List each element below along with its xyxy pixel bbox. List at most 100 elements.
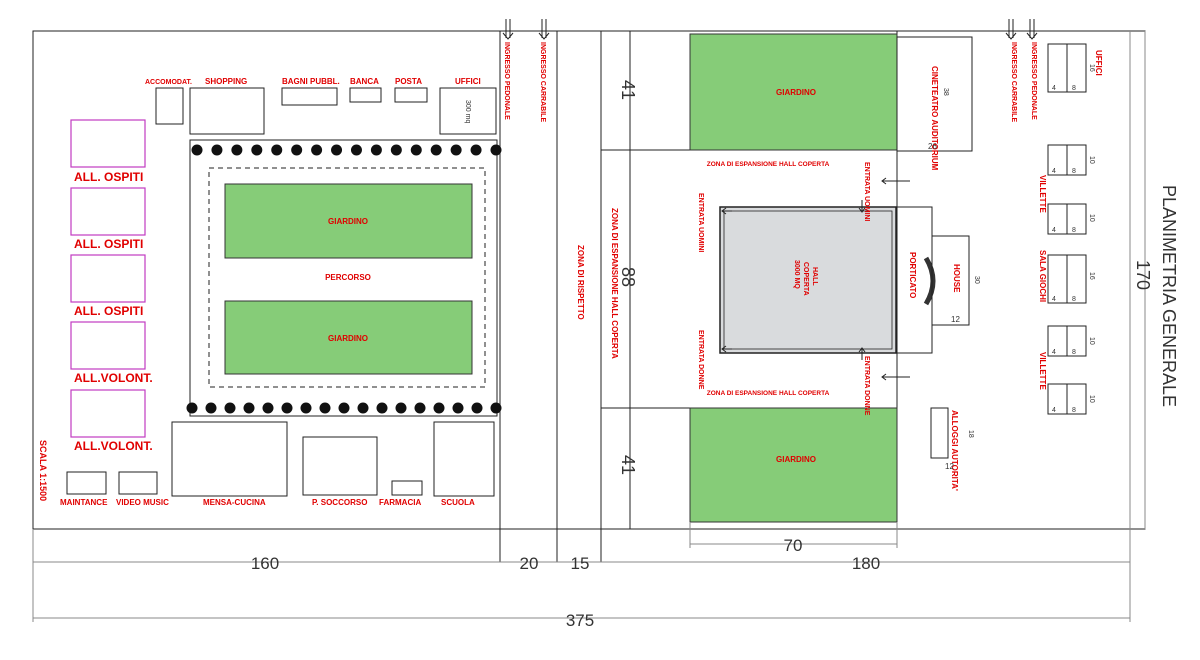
zona-rispetto-label: ZONA DI RISPETTO [576, 245, 585, 320]
house-arc [923, 256, 936, 306]
tree [205, 402, 217, 414]
soccorso-label: P. SOCCORSO [312, 498, 367, 507]
alloggi-building [930, 407, 949, 459]
entrata-uomini-left: ENTRATA UOMINI [697, 193, 704, 252]
tree [300, 402, 312, 414]
entrata-donne-left: ENTRATA DONNE [697, 330, 704, 390]
zona-esp-top: ZONA DI ESPANSIONE HALL COPERTA [707, 161, 830, 168]
dimension-lines [32, 31, 1146, 622]
entrance-arrows-right [1005, 19, 1038, 40]
volont-label-2: ALL.VOLONT. [74, 439, 153, 453]
tree [390, 144, 402, 156]
entrance-carrabile-left: INGRESSO CARRABILE [539, 42, 546, 122]
tree [281, 402, 293, 414]
garden-left-2 [224, 300, 473, 375]
house-dim-2: 12 [951, 315, 960, 324]
farmacia-building [391, 480, 423, 496]
tree-row-top [191, 144, 502, 156]
volont-label-1: ALL.VOLONT. [74, 371, 153, 385]
video-label: VIDEO MUSIC [116, 498, 169, 507]
house-dim-1: 30 [973, 276, 980, 284]
house-building [931, 235, 970, 326]
cineteatro-label: CINETEATRO AUDITORIUM [930, 66, 939, 171]
villette-2a-n8: 8 [1072, 349, 1076, 356]
garden-right-bottom [689, 407, 898, 523]
sala-giochi-dim: 16 [1088, 272, 1095, 280]
tree [231, 144, 243, 156]
percorso-label: PERCORSO [325, 273, 371, 282]
uffici-area: 300 mq [464, 100, 471, 123]
soccorso-building [302, 436, 378, 496]
tree [191, 144, 203, 156]
guest-label-1: ALL. OSPITI [74, 170, 143, 184]
guest-block-1 [70, 119, 146, 168]
guest-label-2: ALL. OSPITI [74, 237, 143, 251]
accomodat-building [155, 87, 184, 125]
tree [186, 402, 198, 414]
dim-180: 180 [852, 554, 880, 573]
tree [471, 402, 483, 414]
garden-left-2-label: GIARDINO [328, 334, 368, 343]
entrata-donne-right: ENTRATA DONNE [863, 356, 870, 416]
dim-15: 15 [571, 554, 590, 573]
garden-right-top [689, 33, 898, 151]
tree [311, 144, 323, 156]
central-complex [189, 139, 498, 417]
uffici-right-n8: 8 [1072, 85, 1076, 92]
tree-row-bottom [186, 402, 502, 414]
hall-coperta [719, 206, 897, 354]
guest-block-5 [70, 389, 146, 438]
tree [452, 402, 464, 414]
tree [211, 144, 223, 156]
maintance-label: MAINTANCE [60, 498, 108, 507]
uffici-right-label: UFFICI [1094, 50, 1103, 76]
entrance-pedonale-right: INGRESSO PEDONALE [1030, 42, 1037, 120]
garden-right-top-label: GIARDINO [776, 88, 816, 97]
tree [395, 402, 407, 414]
house-label: HOUSE [952, 264, 961, 293]
guest-block-2 [70, 187, 146, 236]
banca-building [349, 87, 382, 103]
sala-giochi-n4: 4 [1052, 296, 1056, 303]
unit-uffici [1047, 43, 1087, 93]
villette-1a-dim: 10 [1088, 156, 1095, 164]
dim-170: 170 [1133, 260, 1153, 290]
dim-20: 20 [520, 554, 539, 573]
zona-esp-bottom: ZONA DI ESPANSIONE HALL COPERTA [707, 390, 830, 397]
entrance-arrows-left [502, 19, 550, 40]
entrance-pedonale-left: INGRESSO PEDONALE [503, 42, 510, 120]
hall-label-1: HALL [811, 267, 818, 286]
entrata-uomini-right: ENTRATA UOMINI [863, 162, 870, 221]
tree [490, 144, 502, 156]
tree [271, 144, 283, 156]
tree [331, 144, 343, 156]
shopping-label: SHOPPING [205, 77, 247, 86]
sala-giochi-n8: 8 [1072, 296, 1076, 303]
tree [291, 144, 303, 156]
tree [251, 144, 263, 156]
tree [350, 144, 362, 156]
cineteatro-dim-1: 38 [942, 88, 949, 96]
tree [470, 144, 482, 156]
villette-2b-n4: 4 [1052, 407, 1056, 414]
villette-2a-n4: 4 [1052, 349, 1056, 356]
tree [433, 402, 445, 414]
garden-left-1 [224, 183, 473, 259]
villette-2a-dim: 10 [1088, 337, 1095, 345]
cineteatro-dim-2: 26 [928, 142, 937, 151]
dim-41-top: 41 [618, 80, 638, 100]
tree [376, 402, 388, 414]
tree [319, 402, 331, 414]
hall-inner [723, 210, 893, 350]
scale-label: SCALA 1:1500 [38, 440, 48, 501]
uffici-right-n4: 4 [1052, 85, 1056, 92]
accomodat-label: ACCOMODAT. [145, 79, 192, 86]
alloggi-label: ALLOGGI AUTORITA' [950, 410, 959, 491]
villette-1a-n4: 4 [1052, 168, 1056, 175]
tree [490, 402, 502, 414]
villette-1b-n4: 4 [1052, 227, 1056, 234]
tree [410, 144, 422, 156]
garden-left-1-label: GIARDINO [328, 217, 368, 226]
hall-entrance-arrows [721, 177, 910, 381]
